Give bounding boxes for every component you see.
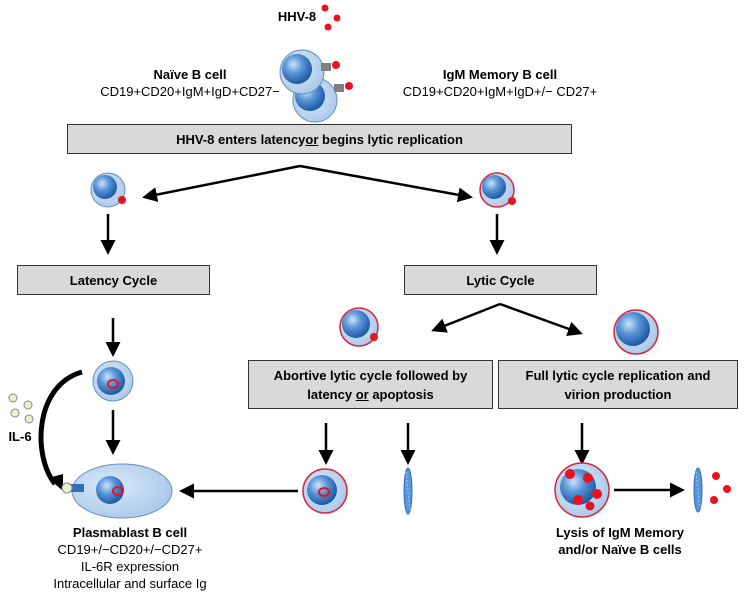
arrow-to-full	[499, 302, 583, 336]
abortive-line2: latency or apoptosis	[307, 385, 433, 404]
memory-markers: CD19+CD20+IgM+IgD+/− CD27+	[402, 84, 598, 99]
episome-cell	[92, 360, 134, 402]
top-box-before: HHV-8 enters latency	[176, 131, 306, 147]
plasmablast-cell	[61, 463, 173, 519]
top-box: HHV-8 enters latency or begins lytic rep…	[67, 124, 572, 154]
arrow-to-abortive	[431, 302, 501, 333]
abortive-line1: Abortive lytic cycle followed by	[273, 367, 468, 383]
top-cells	[279, 49, 353, 123]
apoptotic-cell	[403, 467, 413, 515]
plasmablast-il6r: IL-6R expression	[80, 559, 180, 574]
abortive-line2-emph: or	[355, 386, 369, 402]
virion-producing-cell	[554, 462, 610, 518]
plasmablast-title: Plasmablast B cell	[72, 525, 188, 540]
il6-particles	[8, 393, 34, 424]
latent-cell	[90, 172, 126, 208]
full-line1: Full lytic cycle replication and	[525, 367, 711, 383]
full-line2: virion production	[564, 386, 672, 402]
lysis-line1: Lysis of IgM Memory	[555, 525, 685, 540]
top-box-after: begins lytic replication	[318, 131, 463, 147]
naive-markers-text: CD19+CD20+IgM+IgD+CD27−	[100, 84, 280, 99]
lytic-cycle-box: Lytic Cycle	[404, 265, 597, 295]
full-lytic-cell	[613, 309, 659, 355]
full-lytic-box: Full lytic cycle replication and virion …	[498, 360, 738, 409]
hhv8-virions	[321, 4, 341, 31]
plasmablast-markers: CD19+/−CD20+/−CD27+	[57, 542, 203, 557]
lysed-cell	[693, 467, 703, 513]
arrow-to-latency-cell	[142, 164, 301, 203]
abortive-box: Abortive lytic cycle followed by latency…	[248, 360, 493, 409]
naive-title: Naïve B cell	[153, 67, 227, 82]
abortive-cell	[339, 307, 379, 347]
il6-label: IL-6	[8, 429, 32, 444]
hhv8-label: HHV-8	[277, 9, 317, 24]
top-box-emph: or	[305, 131, 319, 147]
lytic-cell	[479, 172, 516, 208]
abortive-line2-before: latency	[307, 386, 356, 402]
memory-title: IgM Memory B cell	[442, 67, 558, 82]
latency-cycle-box: Latency Cycle	[17, 265, 210, 295]
arrow-to-lytic-cell	[299, 164, 473, 203]
naive-markers: CD19+CD20+IgM+IgD+CD27−	[70, 83, 310, 101]
abortive-line2-after: apoptosis	[368, 386, 434, 402]
il6-feedback-arrow	[38, 369, 83, 486]
released-virions	[710, 472, 731, 504]
lysis-line2: and/or Naïve B cells	[558, 542, 682, 557]
plasmablast-ig: Intracellular and surface Ig	[53, 576, 207, 591]
abortive-latent-cell	[302, 468, 348, 514]
